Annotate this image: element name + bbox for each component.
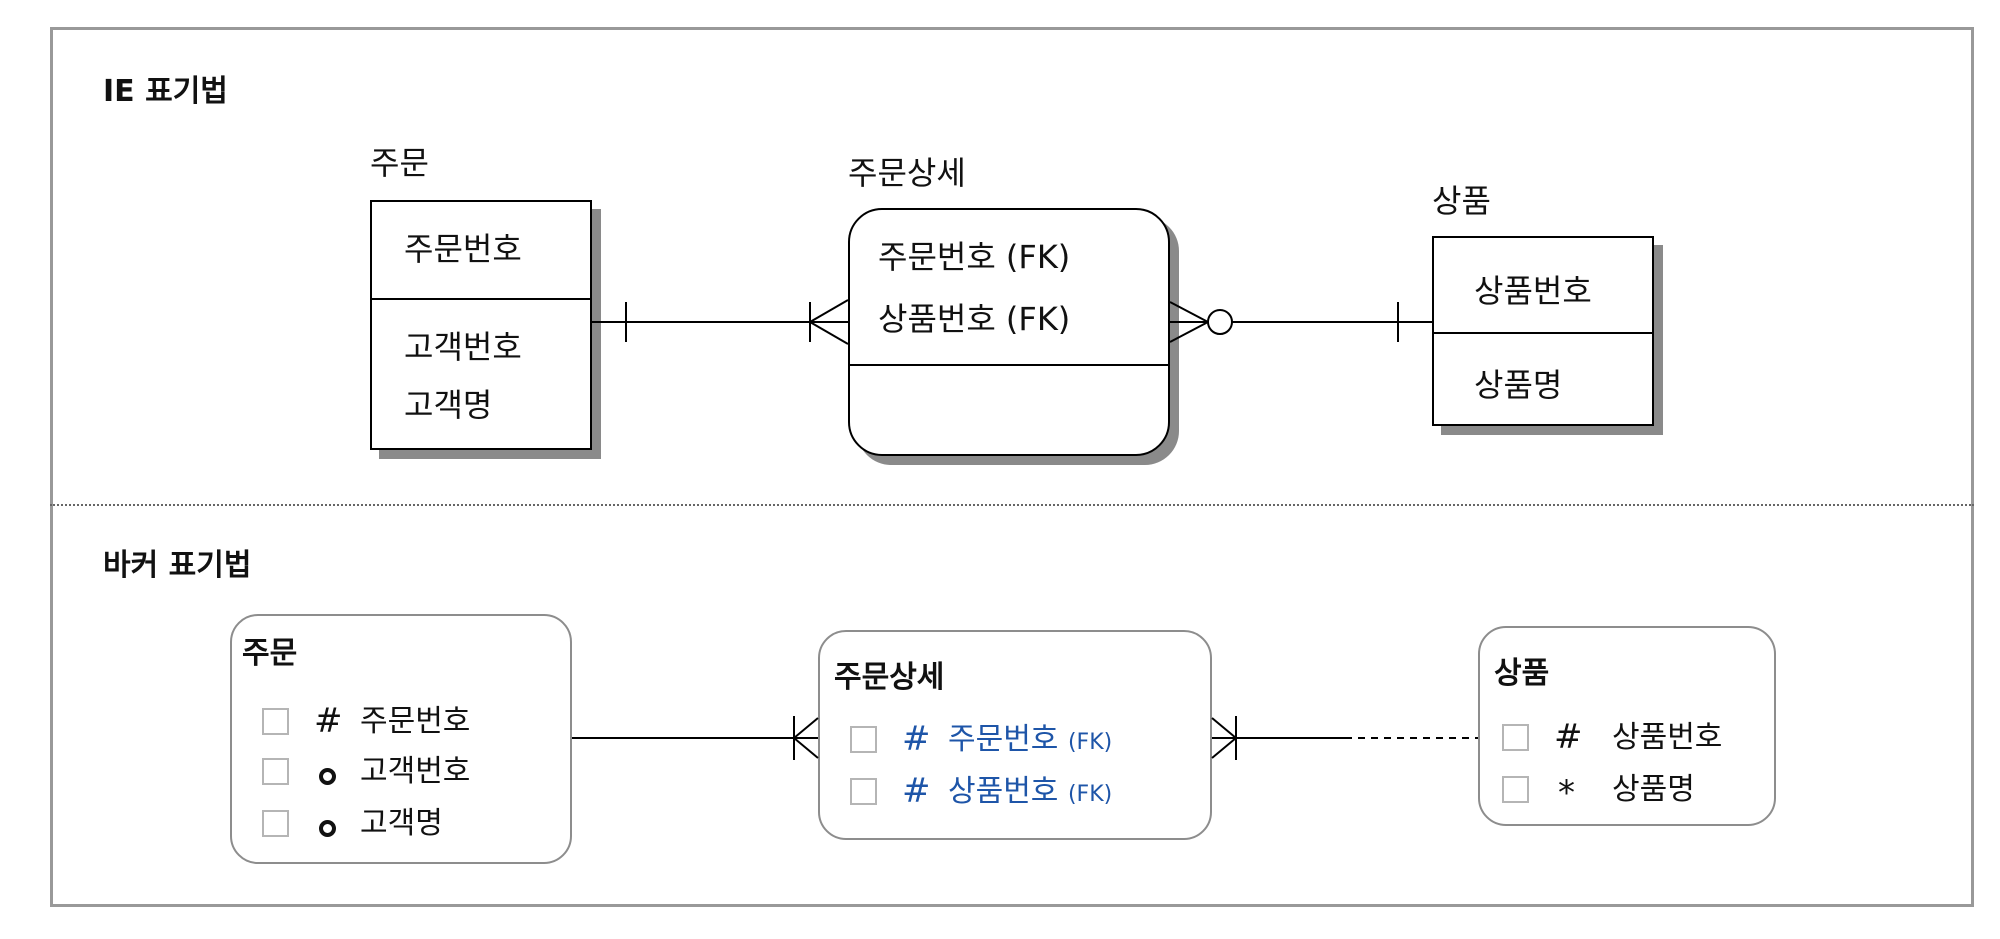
barker-relationship-orderdetail-product <box>1211 716 1478 760</box>
fk-tag: (FK) <box>1067 730 1113 755</box>
barker-attribute-label: 고객번호 <box>360 754 471 789</box>
barker-notation-title: 바커 표기법 <box>103 548 252 583</box>
barker-product-entity: 상품 # 상품번호 * 상품명 <box>1478 626 1776 826</box>
ie-order-detail-pk-section: 주문번호 (FK) 상품번호 (FK) <box>850 210 1168 366</box>
ie-crowfoot-mark <box>809 299 849 323</box>
ie-zero-circle-mark <box>1207 309 1233 335</box>
checkbox-icon <box>1502 776 1529 803</box>
ie-notation-title: IE 표기법 <box>103 74 228 109</box>
barker-attribute-label: 고객명 <box>360 806 443 841</box>
barker-attribute-label: 주문번호 <box>360 704 471 739</box>
ie-product-attribute-section: 상품명 <box>1434 334 1652 424</box>
barker-fk-attribute-label: 상품번호 (FK) <box>948 774 1112 813</box>
barker-fk-attribute-name: 주문번호 <box>948 722 1059 757</box>
barker-relationship-order-orderdetail <box>572 716 819 760</box>
checkbox-icon <box>262 708 289 735</box>
hash-icon: # <box>902 771 931 811</box>
barker-attribute-label: 상품번호 <box>1612 720 1723 755</box>
ie-product-pk-section: 상품번호 <box>1434 238 1652 334</box>
ie-order-attribute-section: 고객번호 고객명 <box>372 300 590 448</box>
barker-order-detail-entity-name: 주문상세 <box>834 660 945 695</box>
fk-tag: (FK) <box>1067 782 1113 807</box>
hash-icon: # <box>902 719 931 759</box>
ie-crowfoot-mark <box>1169 321 1209 343</box>
ie-product-attribute: 상품명 <box>1474 366 1563 404</box>
checkbox-icon <box>262 810 289 837</box>
ie-order-detail-entity-name: 주문상세 <box>848 154 966 192</box>
ie-order-entity-name: 주문 <box>370 144 429 182</box>
ie-order-attribute: 고객명 <box>404 386 493 424</box>
ie-order-detail-pk-attribute: 주문번호 (FK) <box>878 238 1071 276</box>
barker-product-entity-name: 상품 <box>1494 656 1550 691</box>
barker-attribute-label: 상품명 <box>1612 772 1695 807</box>
checkbox-icon <box>262 758 289 785</box>
ie-product-entity-name: 상품 <box>1432 182 1491 220</box>
ie-order-entity: 주문번호 고객번호 고객명 <box>370 200 592 450</box>
ie-product-entity: 상품번호 상품명 <box>1432 236 1654 426</box>
ie-order-pk-attribute: 주문번호 <box>404 230 522 268</box>
ie-crowfoot-mark <box>1169 301 1209 323</box>
checkbox-icon <box>850 778 877 805</box>
section-divider <box>50 504 1974 506</box>
ie-crowfoot-mark <box>809 321 849 345</box>
optional-circle-icon <box>319 820 336 837</box>
ie-relationship-product-orderdetail <box>1169 301 1432 343</box>
asterisk-icon: * <box>1558 773 1575 813</box>
ie-product-pk-attribute: 상품번호 <box>1474 272 1592 310</box>
ie-order-pk-section: 주문번호 <box>372 202 590 300</box>
figure-frame <box>50 27 1974 907</box>
ie-order-attribute: 고객번호 <box>404 328 522 366</box>
ie-relationship-order-orderdetail <box>592 299 849 345</box>
hash-icon: # <box>314 701 343 741</box>
barker-fk-attribute-name: 상품번호 <box>948 774 1059 809</box>
ie-order-detail-pk-attribute: 상품번호 (FK) <box>878 300 1071 338</box>
barker-crowfoot-mark <box>1211 737 1237 759</box>
ie-order-detail-entity: 주문번호 (FK) 상품번호 (FK) <box>848 208 1170 456</box>
barker-order-entity: 주문 # 주문번호 고객번호 고객명 <box>230 614 572 864</box>
barker-crowfoot-mark <box>793 717 819 739</box>
checkbox-icon <box>850 726 877 753</box>
optional-circle-icon <box>319 768 336 785</box>
hash-icon: # <box>1554 717 1583 757</box>
barker-order-detail-entity: 주문상세 # 주문번호 (FK) # 상품번호 (FK) <box>818 630 1212 840</box>
checkbox-icon <box>1502 724 1529 751</box>
barker-order-entity-name: 주문 <box>242 636 298 671</box>
barker-crowfoot-mark <box>1211 717 1237 739</box>
barker-fk-attribute-label: 주문번호 (FK) <box>948 722 1112 761</box>
barker-crowfoot-mark <box>793 737 819 759</box>
